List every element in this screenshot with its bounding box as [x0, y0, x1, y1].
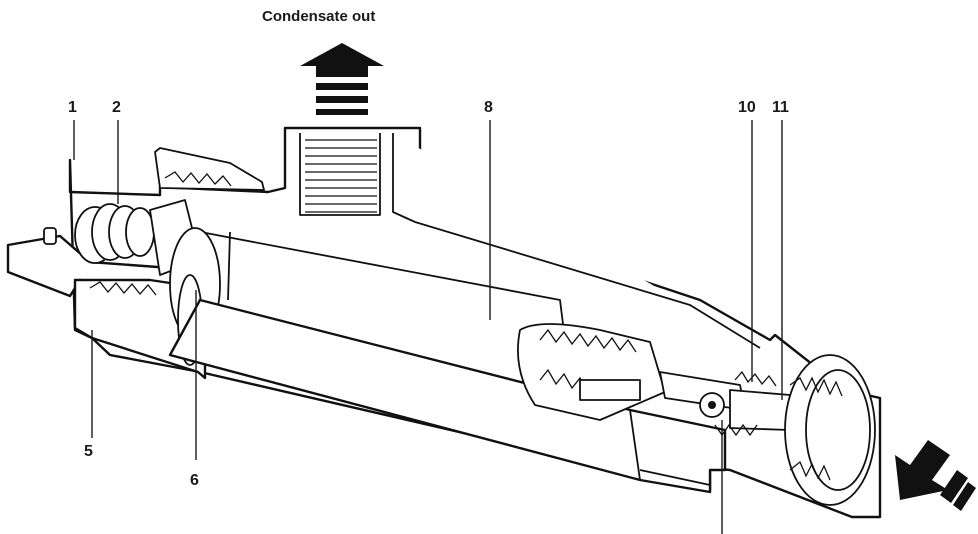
outlet-thread [305, 139, 377, 213]
label-8: 8 [484, 99, 493, 116]
label-11: 11 [772, 99, 789, 116]
arrow-up-icon [300, 43, 384, 115]
label-10: 10 [738, 99, 756, 116]
caption-condensate-out: Condensate out [262, 8, 375, 25]
trap-body [6, 126, 882, 519]
label-1: 1 [68, 99, 77, 116]
label-5: 5 [84, 443, 93, 460]
inlet-end [784, 354, 876, 506]
label-2: 2 [112, 99, 121, 116]
leader-lines [73, 120, 783, 534]
label-6: 6 [190, 472, 199, 489]
arrow-down-left-icon [895, 440, 976, 511]
valve-mechanism [517, 323, 791, 437]
